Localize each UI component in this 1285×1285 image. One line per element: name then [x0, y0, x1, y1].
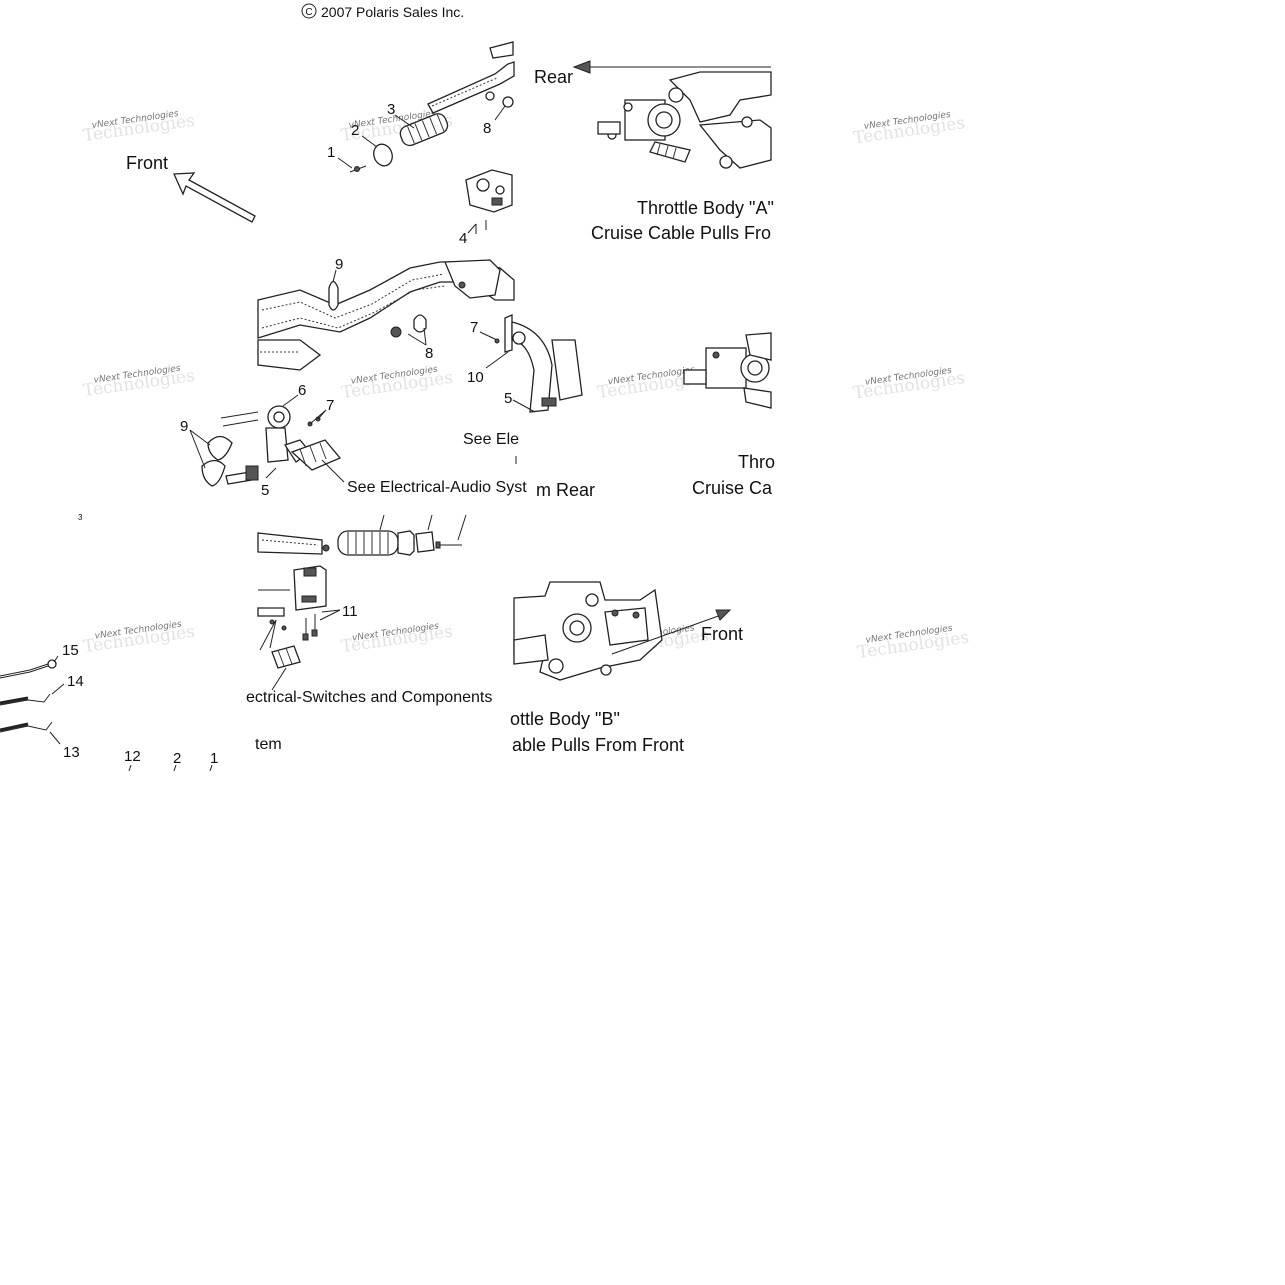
- front-bottom-label: Front: [701, 624, 743, 644]
- callout-11: 11: [342, 603, 358, 620]
- callout-2: 2: [173, 750, 181, 767]
- callout-2: 2: [351, 122, 359, 139]
- callout-12: 12: [124, 748, 141, 765]
- callout-4: 4: [459, 230, 467, 247]
- callout-7: 7: [326, 397, 334, 414]
- callout-1: 1: [327, 144, 335, 161]
- watermark-group: Technologies vNext Technologies Technolo…: [82, 109, 970, 663]
- callout-1: 1: [210, 750, 218, 767]
- callout-8: 8: [425, 345, 433, 362]
- handlebar-top-assembly: 1 2 3 8 4: [327, 41, 515, 247]
- copyright-text: 2007 Polaris Sales Inc.: [321, 4, 464, 20]
- callout-9: 9: [335, 256, 343, 273]
- throttle-body-mid: Thro Cruise Ca: [683, 332, 775, 498]
- throttle-b-subtitle: able Pulls From Front: [512, 735, 684, 755]
- see-switches-note: ectrical-Switches and Components: [246, 689, 492, 706]
- throttle-body-a: Throttle Body "A" Cruise Cable Pulls Fro: [591, 71, 774, 243]
- callout-5: 5: [261, 482, 269, 499]
- system-note-fragment: tem: [255, 736, 282, 753]
- callout-14: 14: [67, 673, 84, 690]
- front-direction-arrow: Front: [126, 153, 256, 223]
- callout-6: 6: [298, 382, 306, 399]
- see-electrical-note: See Ele: [463, 431, 519, 448]
- callout-9: 9: [180, 418, 188, 435]
- rear-direction-arrow: Rear: [534, 60, 771, 87]
- callout-3: 3: [387, 101, 395, 118]
- see-audio-note: See Electrical-Audio Syst: [347, 479, 527, 496]
- throttle-b-title: ottle Body "B": [510, 709, 620, 729]
- throttle-cables: 15 14 13 12 2 1 3: [0, 513, 218, 772]
- callout-15: 15: [62, 642, 79, 659]
- front-label: Front: [126, 153, 168, 173]
- handlebar-lower-assembly: 11 ectrical-Switches and Components tem: [246, 514, 492, 753]
- throttle-mid-subtitle: Cruise Ca: [692, 478, 773, 498]
- callout-8: 8: [483, 120, 491, 137]
- rear-mid-label: m Rear: [536, 480, 595, 500]
- copyright-symbol: C: [305, 7, 312, 18]
- brake-lever-bracket: 7 10 5 See Ele m Rear: [463, 314, 595, 500]
- throttle-mid-title: Thro: [738, 452, 775, 472]
- handlebar-main-assembly: 9 8: [257, 256, 515, 371]
- throttle-a-subtitle: Cruise Cable Pulls Fro: [591, 223, 771, 243]
- rear-label: Rear: [534, 67, 573, 87]
- throttle-a-title: Throttle Body "A": [637, 198, 774, 218]
- copyright-notice: C 2007 Polaris Sales Inc.: [301, 3, 464, 20]
- callout-10: 10: [467, 369, 484, 386]
- callout-13: 13: [63, 744, 80, 761]
- callout-5: 5: [504, 390, 512, 407]
- audio-pod-cluster: 6 7 9 5 See Electrical-Audio Syst: [180, 382, 527, 499]
- throttle-body-b: Front ottle Body "B" able Pulls From Fro…: [510, 581, 743, 755]
- callout-7: 7: [470, 319, 478, 336]
- callout-3-fragment: 3: [78, 513, 83, 522]
